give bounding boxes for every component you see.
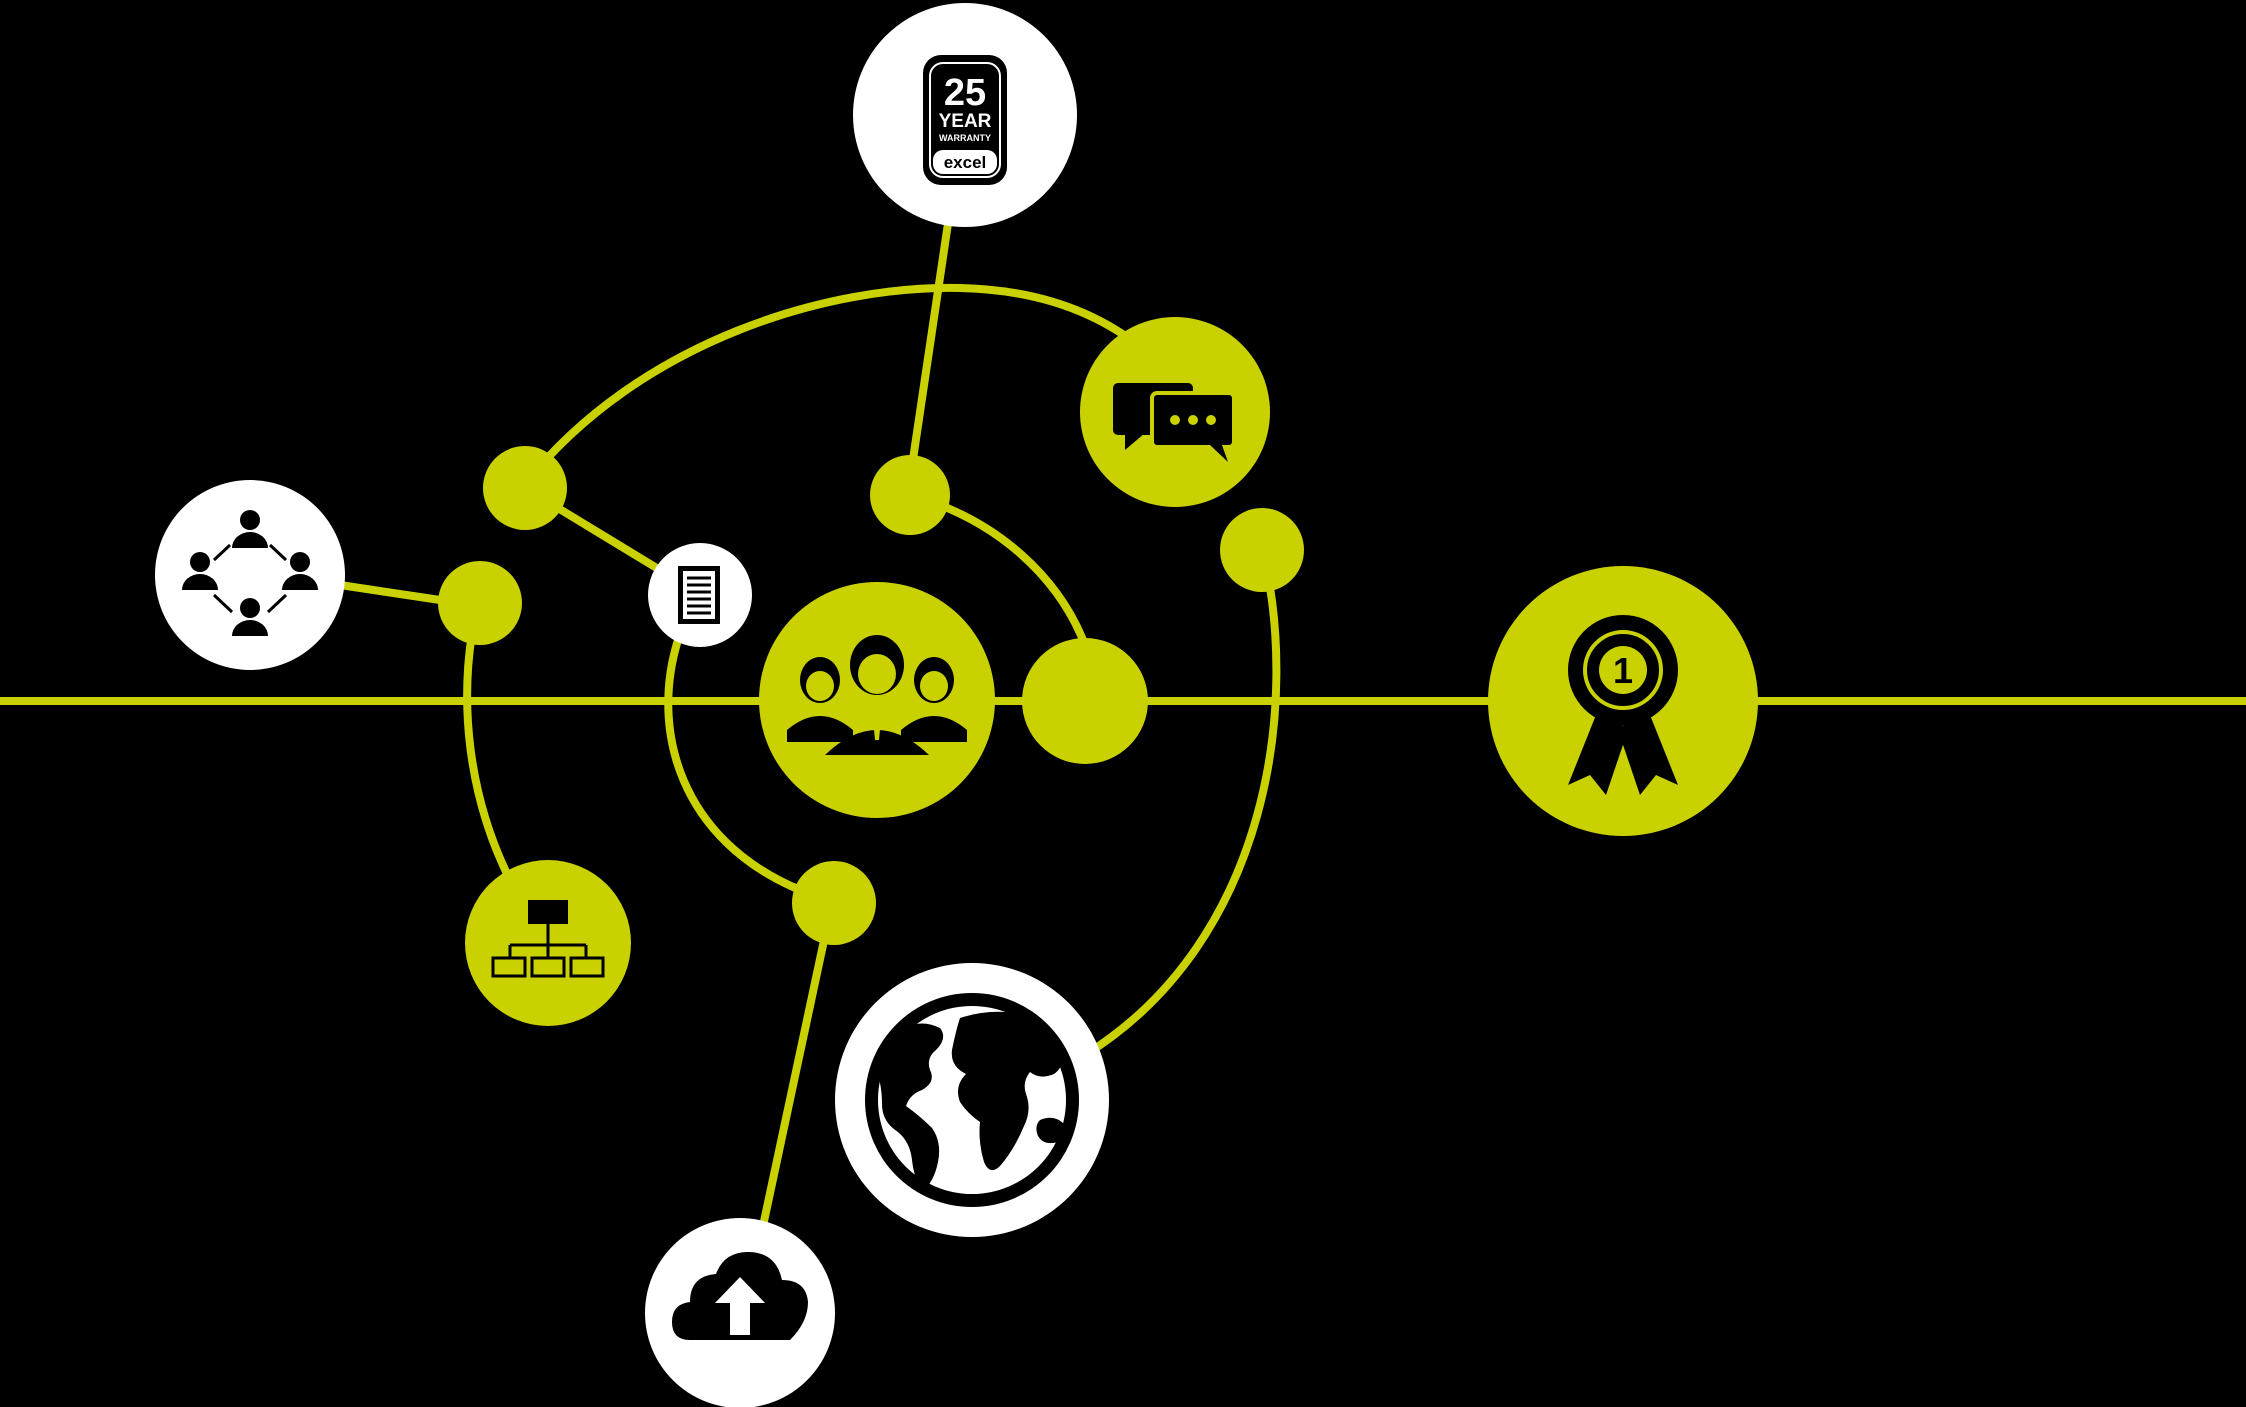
junction-right bbox=[1220, 508, 1304, 592]
chat-node bbox=[1080, 317, 1270, 507]
warranty-unit: YEAR bbox=[939, 111, 992, 132]
team-circle bbox=[759, 582, 995, 818]
chat-bubbles-icon bbox=[1113, 383, 1236, 462]
team-node bbox=[759, 582, 995, 818]
warranty-stem bbox=[908, 206, 954, 470]
outer-arc-right bbox=[1081, 544, 1281, 1059]
people-network-icon bbox=[182, 510, 318, 636]
outer-arc-top bbox=[521, 283, 1154, 488]
cloud-node bbox=[645, 1218, 835, 1407]
junction-axis bbox=[1022, 638, 1148, 764]
network-node bbox=[155, 480, 345, 670]
network-link bbox=[336, 581, 444, 604]
hierarchy-icon bbox=[491, 900, 605, 978]
document-node bbox=[648, 543, 752, 647]
junctions bbox=[438, 446, 1304, 945]
team-icon bbox=[787, 635, 967, 755]
globe-node bbox=[835, 963, 1109, 1237]
warranty-node: 25 YEAR WARRANTY excel bbox=[853, 3, 1077, 227]
network-circle bbox=[155, 480, 345, 670]
award-rank: 1 bbox=[1613, 650, 1633, 691]
cloud-stem bbox=[756, 899, 836, 1244]
award-ribbon-icon: 1 bbox=[1568, 615, 1678, 795]
warranty-badge-icon: 25 YEAR WARRANTY excel bbox=[923, 55, 1007, 185]
junction-lower bbox=[792, 861, 876, 945]
warranty-brand: excel bbox=[944, 153, 987, 172]
junction-left bbox=[438, 561, 522, 645]
junction-upper-left bbox=[483, 446, 567, 530]
warranty-word: WARRANTY bbox=[939, 133, 991, 143]
hierarchy-node bbox=[465, 860, 631, 1026]
warranty-years: 25 bbox=[944, 72, 986, 114]
award-node: 1 bbox=[1488, 566, 1758, 836]
junction-center-top bbox=[870, 455, 950, 535]
globe-icon bbox=[865, 993, 1079, 1207]
inner-arc-left bbox=[664, 636, 804, 894]
document-icon bbox=[678, 566, 720, 624]
cloud-upload-icon bbox=[672, 1252, 808, 1340]
